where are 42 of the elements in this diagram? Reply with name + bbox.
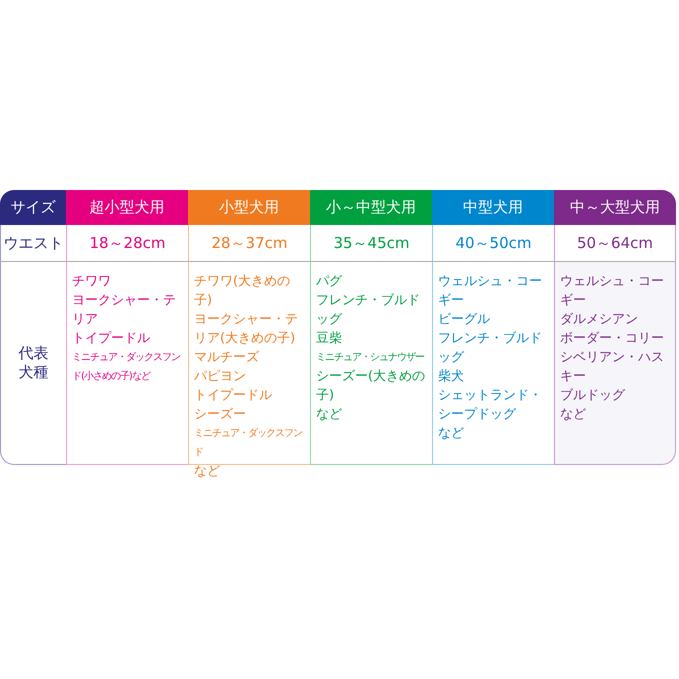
table-cell: 40～50cm [432, 225, 554, 262]
breed-name: ミニチュア・ダックスフンド(小さめの子)など [72, 351, 181, 384]
breed-name: ヨークシャー・テリア [72, 292, 177, 329]
table-cell: 28～37cm [188, 225, 310, 262]
breed-name: パピヨン [194, 368, 247, 386]
breed-name: シーズー(大きめの子) [316, 368, 426, 405]
table-cell: 18～28cm [66, 225, 188, 262]
table-cell: 35～45cm [310, 225, 432, 262]
breed-name: シェットランド・シープドッグ [438, 387, 543, 424]
breed-name: フレンチ・ブルドッグ [438, 330, 543, 367]
column-header: 超小型犬用 [66, 190, 188, 225]
column-header: サイズ [0, 190, 66, 225]
breed-name: 柴犬 [438, 368, 465, 386]
breed-name: など [438, 425, 465, 443]
breed-name: ブルドッグ [560, 387, 626, 405]
breed-name: フレンチ・ブルドッグ [316, 292, 421, 329]
breed-name: シーズー [194, 406, 247, 424]
breed-name: マルチーズ [194, 349, 260, 367]
breed-name: ビーグル [438, 311, 491, 329]
breed-name: など [316, 406, 343, 424]
breed-name: トイプードル [72, 330, 151, 348]
breed-name: チワワ [72, 273, 112, 291]
table-cell: 代表犬種 [0, 262, 66, 465]
breed-name: など [560, 406, 587, 424]
breed-name: ミニチュア・ダックスフンド [194, 427, 303, 460]
column-header: 小型犬用 [188, 190, 310, 225]
breed-name: ボーダー・コリー [560, 330, 665, 348]
column-header: 中型犬用 [432, 190, 554, 225]
breed-name: シベリアン・ハスキー [560, 349, 665, 386]
column-header: 小～中型犬用 [310, 190, 432, 225]
column-header: 中～大型犬用 [554, 190, 676, 225]
breed-name: など [194, 463, 221, 481]
breed-name: ダルメシアン [560, 311, 639, 329]
breed-name: ミニチュア・シュナウザー [316, 351, 426, 365]
breed-name: ウェルシュ・コーギー [438, 273, 543, 310]
table-cell: ウエスト [0, 225, 66, 262]
breed-name: 豆柴 [316, 330, 343, 348]
breed-name: トイプードル [194, 387, 273, 405]
breed-name: パグ [316, 273, 344, 291]
breed-name: チワワ(大きめの子) [194, 273, 292, 310]
breed-name: ヨークシャー・テリア(大きめの子) [194, 311, 299, 348]
breed-name: ウェルシュ・コーギー [560, 273, 665, 310]
